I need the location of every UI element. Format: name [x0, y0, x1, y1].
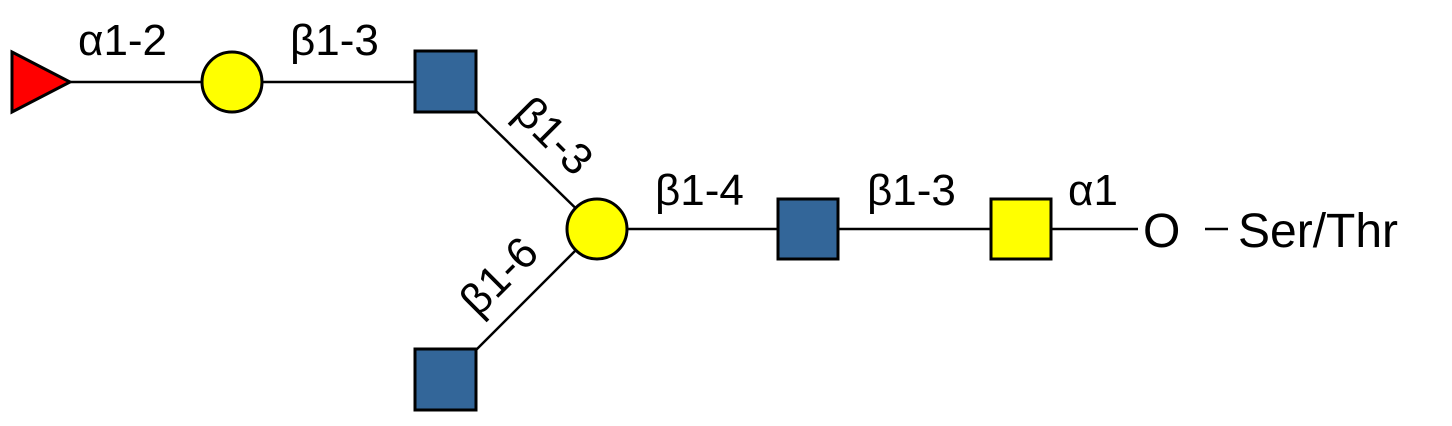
oxygen-label: O	[1143, 205, 1180, 258]
glcnac-square-top	[413, 49, 478, 114]
linkage-label-galnac-anomer: α1	[1068, 166, 1118, 215]
glcnac-square-core	[776, 197, 840, 261]
linkage-label-branch-6: β1-6	[450, 228, 548, 326]
linkage-label-fuc-gal: α1-2	[78, 16, 167, 65]
galactose-circle-top	[200, 50, 264, 114]
glcnac-square-bottom	[413, 347, 478, 412]
linkage-label-gal-glcnac-core: β1-4	[655, 166, 744, 215]
linkage-label-branch-3: β1-3	[505, 87, 603, 185]
fucose-triangle	[10, 49, 74, 115]
galactose-circle-branch	[565, 197, 629, 261]
linkage-label-glcnac-galnac: β1-3	[867, 166, 956, 215]
ser-thr-label: Ser/Thr	[1238, 205, 1398, 258]
galnac-square	[989, 197, 1053, 261]
linkage-label-gal-glcnac-top: β1-3	[290, 16, 379, 65]
